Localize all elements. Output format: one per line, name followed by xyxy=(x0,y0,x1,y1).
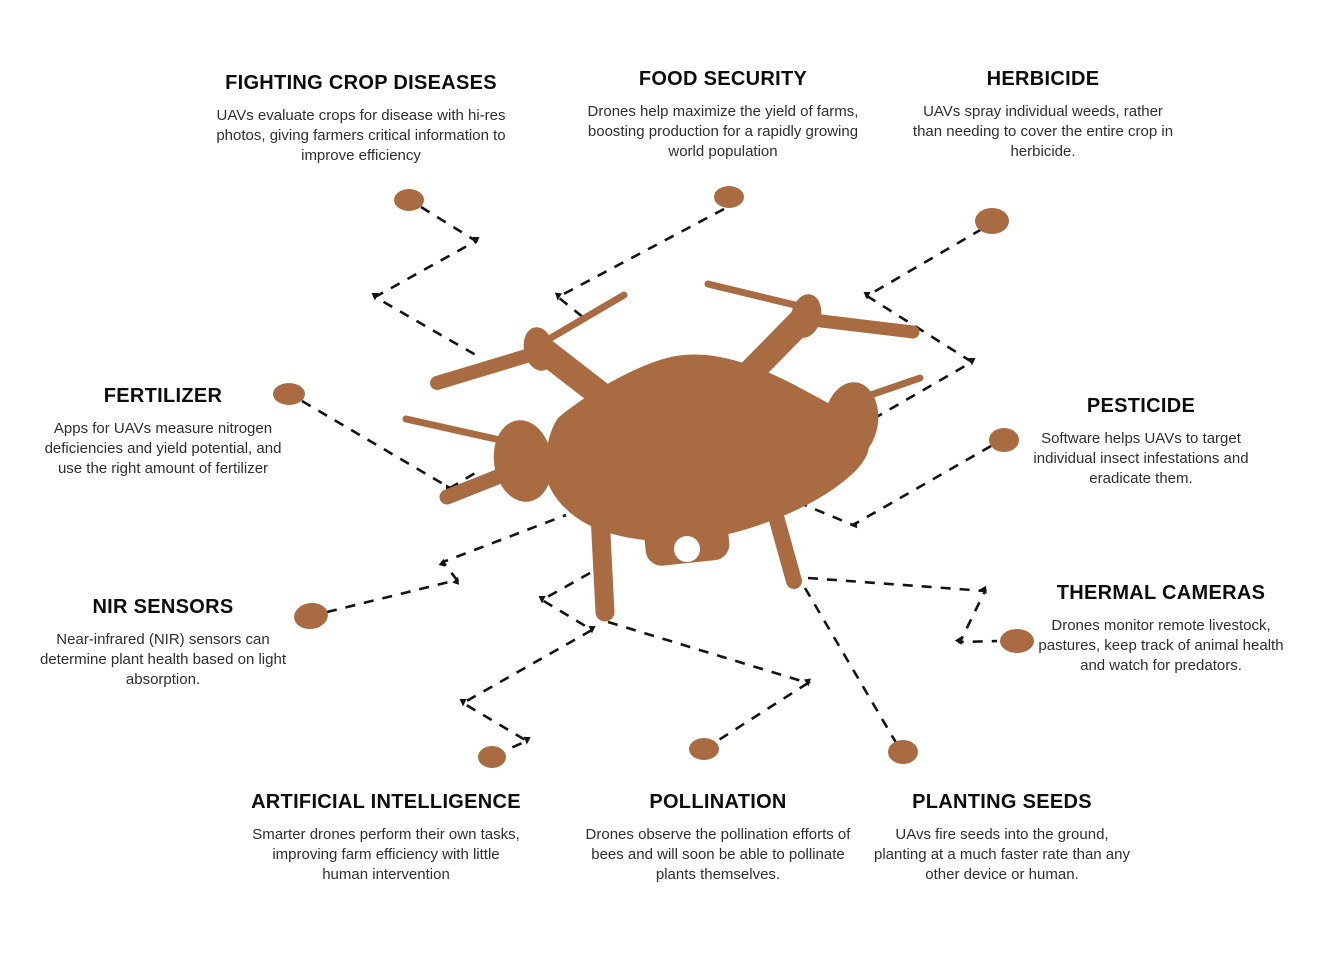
section-title: THERMAL CAMERAS xyxy=(1056,582,1266,604)
section-description: Software helps UAVs to target individual… xyxy=(1033,430,1249,487)
propeller-blade xyxy=(402,415,504,444)
node-dot-planting-seeds xyxy=(888,740,918,764)
section-description: UAVs evaluate crops for disease with hi-… xyxy=(216,107,506,164)
node-dot-fighting-crop-diseases xyxy=(394,189,424,211)
landing-leg xyxy=(590,505,615,622)
connector-pollination xyxy=(607,620,812,745)
landing-leg xyxy=(764,494,802,589)
camera-lens xyxy=(674,536,700,562)
propeller-blade xyxy=(806,313,920,339)
motor-pod xyxy=(493,420,553,502)
node-dot-food-security xyxy=(714,186,744,208)
section-description: Drones monitor remote livestock, pasture… xyxy=(1038,617,1284,674)
node-dot-pesticide xyxy=(989,428,1019,452)
node-dot-fertilizer xyxy=(273,383,305,405)
node-dot-pollination xyxy=(689,738,719,760)
section-description: UAVs spray individual weeds, rather than… xyxy=(912,103,1174,160)
section-description: Drones help maximize the yield of farms,… xyxy=(587,103,859,160)
propeller-blade xyxy=(704,280,803,310)
section-description: Drones observe the pollination efforts o… xyxy=(585,826,851,883)
section-description: Smarter drones perform their own tasks, … xyxy=(252,826,520,883)
connector-dots xyxy=(273,186,1034,768)
section-title: FERTILIZER xyxy=(103,385,223,407)
section-thermal-cameras: THERMAL CAMERAS Drones monitor remote li… xyxy=(1028,582,1294,676)
motor-pod xyxy=(790,294,822,338)
section-pesticide: PESTICIDE Software helps UAVs to target … xyxy=(1016,395,1266,489)
propeller-blade xyxy=(430,344,550,390)
section-title: FIGHTING CROP DISEASES xyxy=(225,72,497,94)
connector-fighting-crop-diseases xyxy=(371,205,482,360)
drone-illustration xyxy=(402,280,924,622)
connector-fertilizer xyxy=(301,399,483,492)
section-title: PLANTING SEEDS xyxy=(912,791,1092,813)
section-description: Apps for UAVs measure nitrogen deficienc… xyxy=(44,420,282,477)
section-nir-sensors: NIR SENSORS Near-infrared (NIR) sensors … xyxy=(31,596,295,690)
section-title: FOOD SECURITY xyxy=(638,68,808,90)
gimbal-arm xyxy=(675,478,701,530)
node-dot-artificial-intelligence xyxy=(478,746,506,768)
section-pollination: POLLINATION Drones observe the pollinati… xyxy=(583,791,853,885)
propeller-blade xyxy=(545,291,628,343)
connector-herbicide xyxy=(863,227,983,425)
node-dot-thermal-cameras xyxy=(1000,629,1034,653)
section-description: Near-infrared (NIR) sensors can determin… xyxy=(39,631,286,688)
drone-body xyxy=(544,354,869,542)
section-fertilizer: FERTILIZER Apps for UAVs measure nitroge… xyxy=(33,385,293,479)
section-title: NIR SENSORS xyxy=(92,596,234,618)
connector-nir-sensors xyxy=(326,513,567,614)
section-herbicide: HERBICIDE UAVs spray individual weeds, r… xyxy=(908,68,1178,162)
section-planting-seeds: PLANTING SEEDS UAvs fire seeds into the … xyxy=(874,791,1130,885)
motor-pod xyxy=(523,327,555,371)
connector-thermal-cameras xyxy=(807,576,998,645)
connector-planting-seeds xyxy=(803,587,900,747)
node-dot-herbicide xyxy=(975,208,1009,234)
section-description: UAvs fire seeds into the ground, plantin… xyxy=(874,826,1130,883)
node-dot-nir-sensors xyxy=(294,602,328,630)
section-title: HERBICIDE xyxy=(986,68,1100,90)
section-food-security: FOOD SECURITY Drones help maximize the y… xyxy=(573,68,873,162)
section-fighting-crop-diseases: FIGHTING CROP DISEASES UAVs evaluate cro… xyxy=(216,72,506,166)
section-artificial-intelligence: ARTIFICIAL INTELLIGENCE Smarter drones p… xyxy=(248,791,524,885)
connector-food-security xyxy=(554,207,725,320)
section-title: PESTICIDE xyxy=(1086,395,1196,417)
section-title: ARTIFICIAL INTELLIGENCE xyxy=(251,791,521,813)
connector-artificial-intelligence xyxy=(459,571,596,752)
section-title: POLLINATION xyxy=(649,791,787,813)
